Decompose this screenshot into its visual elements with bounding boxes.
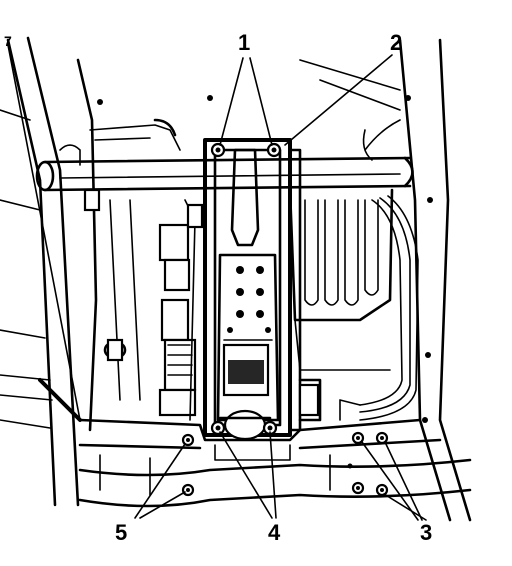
callout-leader-lines xyxy=(7,44,427,521)
fuel-and-brake-lines xyxy=(339,119,419,421)
callout-1: 1 xyxy=(238,30,250,55)
right-crossmember-bolts xyxy=(347,431,389,497)
callout-5: 5 xyxy=(115,520,127,545)
callout-7: 7 xyxy=(4,33,12,49)
cross-member-tube xyxy=(35,156,414,212)
lower-bracket-bolts xyxy=(210,420,278,436)
upper-bracket-bolts xyxy=(210,142,282,158)
lower-cross-member xyxy=(78,418,472,508)
fuel-tank-shield xyxy=(288,188,394,371)
callout-4: 4 xyxy=(268,520,281,545)
callout-2: 2 xyxy=(390,30,402,55)
left-frame-rail xyxy=(0,36,98,507)
left-components xyxy=(59,118,181,401)
bracket-side-channel xyxy=(288,148,322,432)
bracket-holes xyxy=(227,266,271,333)
transfer-case-shield-bracket xyxy=(203,138,292,441)
callout-3: 3 xyxy=(420,520,432,545)
wiring-harness-bundle xyxy=(158,199,204,421)
